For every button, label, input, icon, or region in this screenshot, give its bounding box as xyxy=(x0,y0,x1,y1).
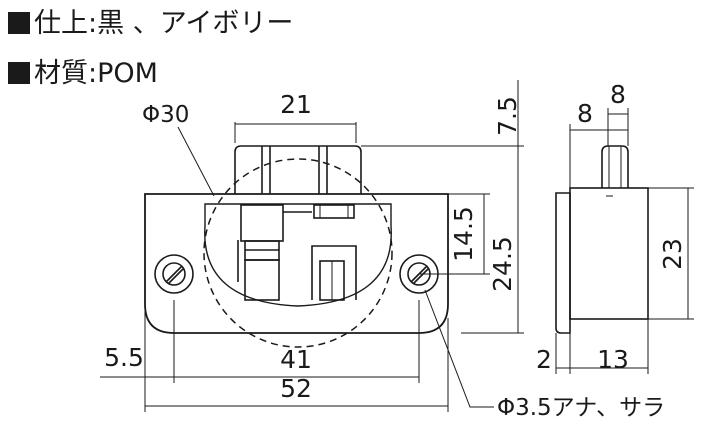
dim-inner-height: 14.5 xyxy=(449,206,478,262)
spec-finish: 仕上:黒 、アイボリー xyxy=(8,8,293,40)
dim-side-depth: 13 xyxy=(597,345,629,374)
dim-top-width: 21 xyxy=(280,90,312,119)
bullet-square-icon xyxy=(8,12,30,34)
dim-side-top-a: 8 xyxy=(577,99,593,128)
spec-finish-sep: : xyxy=(88,8,98,39)
dim-21-lines xyxy=(234,122,357,143)
front-slot xyxy=(311,245,357,301)
left-screw-hole xyxy=(154,254,194,294)
dim-side-plate: 2 xyxy=(536,345,552,374)
dim-side-23-lines xyxy=(648,187,694,320)
spec-material-value: POM xyxy=(97,58,158,89)
callout-circle-dia: Φ30 xyxy=(142,102,189,128)
dim-total-height: 24.5 xyxy=(488,236,517,292)
dim-top-height: 7.5 xyxy=(493,96,522,136)
dim-bottom-lines xyxy=(100,300,449,412)
bullet-square-icon xyxy=(8,62,30,84)
hole-leader xyxy=(424,289,494,408)
front-top-tab xyxy=(313,204,355,219)
dim-side-height: 23 xyxy=(658,238,687,270)
front-knob xyxy=(234,145,362,194)
dim-side-bottom-lines xyxy=(555,319,649,374)
spec-finish-label: 仕上 xyxy=(34,8,88,39)
spec-finish-value: 黒 、アイボリー xyxy=(97,8,294,39)
dim-side-top-b: 8 xyxy=(610,80,626,109)
spec-material: 材質:POM xyxy=(8,58,158,90)
front-inner-body xyxy=(204,203,392,307)
spec-material-label: 材質 xyxy=(34,58,88,89)
phi30-dashed-circle xyxy=(203,158,393,348)
phi30-leader xyxy=(177,126,215,197)
front-latch xyxy=(237,204,312,301)
dim-hole-pitch: 41 xyxy=(280,345,312,374)
dim-overall-width: 52 xyxy=(280,374,312,403)
dim-right-lines xyxy=(361,80,524,334)
dim-side-top-lines xyxy=(569,108,629,188)
dim-offset-left: 5.5 xyxy=(104,343,144,372)
callout-hole: Φ3.5アナ、サラ xyxy=(497,395,665,421)
side-view xyxy=(555,145,649,334)
spec-material-sep: : xyxy=(88,58,98,89)
